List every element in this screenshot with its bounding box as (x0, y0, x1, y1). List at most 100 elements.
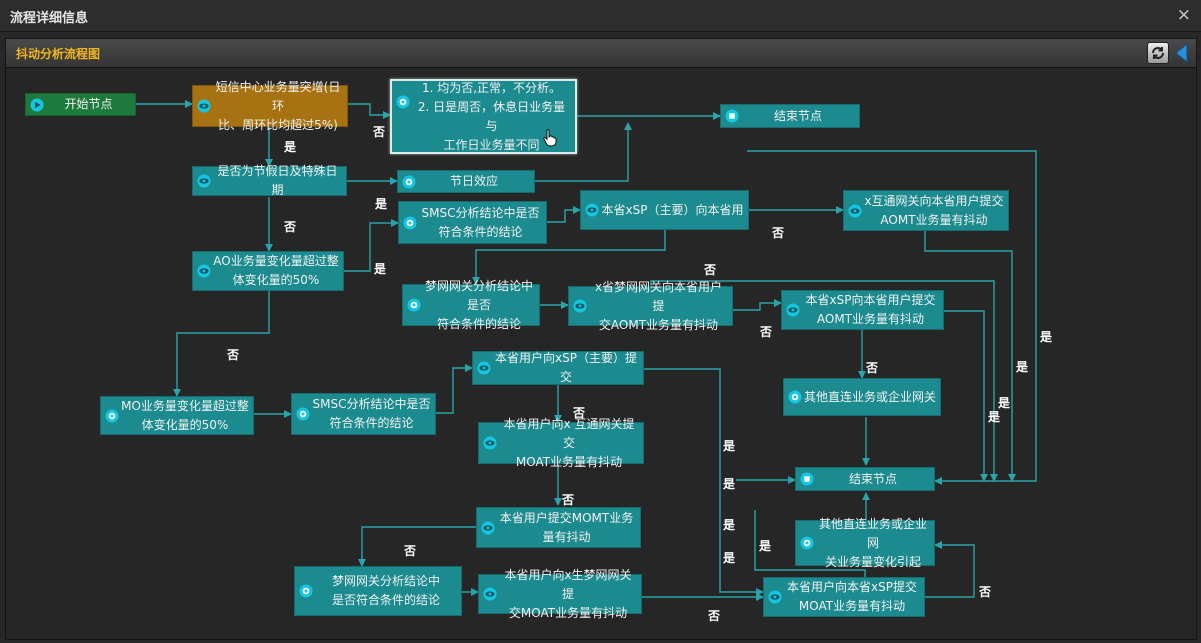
ao-check-label: AO业务量变化量超过整 体变化量的50% (213, 254, 339, 287)
x-dream-gw-aomt-node[interactable]: x省梦网网关向本省用户提 交AOMT业务量有抖动 (568, 280, 733, 332)
eye-icon (197, 264, 211, 278)
eye-icon (481, 521, 495, 534)
eye-icon (585, 203, 599, 217)
dream-gw-check-1-label: 梦网网关分析结论中是否 符合条件的结论 (424, 278, 533, 331)
holiday-effect-node[interactable]: 节日效应 (397, 170, 535, 193)
edge-label-no: 否 (227, 348, 240, 362)
user-to-xsp-node[interactable]: 本省用户向xSP（主要）提交 (472, 351, 644, 385)
note-label: 1. 均为否,正常，不分析。 2. 日是周否，休息日业务量与 工作日业务量不同 (417, 80, 566, 152)
edge-label-no: 否 (573, 406, 586, 420)
other-direct-gw-node[interactable]: 其他直连业务或企业网 关业务量变化引起 (795, 517, 935, 569)
holiday-check-node[interactable]: 是否为节假日及特殊日期 (192, 164, 347, 197)
refresh-icon (1152, 47, 1164, 59)
other-direct-gw-label: 其他直连业务或企业网 关业务量变化引起 (818, 516, 927, 569)
panel-title: 抖动分析流程图 (16, 47, 101, 61)
edge-label-no: 否 (373, 125, 386, 139)
stop-icon (725, 109, 739, 123)
end-node-top-label: 结束节点 (773, 108, 822, 123)
x-dream-gw-aomt-label: x省梦网网关向本省用户提 交AOMT业务量有抖动 (594, 279, 723, 332)
edge-label-no: 否 (404, 544, 417, 558)
close-icon[interactable]: × (1176, 5, 1191, 25)
gear-icon (402, 175, 416, 188)
dream-gw-check-2-node[interactable]: 梦网网关分析结论中 是否符合条件的结论 (294, 566, 462, 616)
edge-label-yes: 是 (723, 518, 736, 532)
eye-icon (477, 361, 491, 375)
hand-cursor-icon (543, 129, 557, 147)
smsc-check-2-node[interactable]: SMSC分析结论中是否 符合条件的结论 (291, 393, 436, 435)
end-node-mid[interactable]: 结束节点 (795, 467, 935, 491)
eye-icon (848, 204, 862, 217)
note-node[interactable]: 1. 均为否,正常，不分析。 2. 日是周否，休息日业务量与 工作日业务量不同 (390, 79, 577, 154)
user-xsp-moat-label: 本省用户向本省xSP提交 MOAT业务量有抖动 (787, 580, 917, 613)
end-node-top[interactable]: 结束节点 (720, 104, 860, 128)
end-node-mid-label: 结束节点 (848, 471, 897, 486)
smsc-check-1-label: SMSC分析结论中是否 符合条件的结论 (421, 205, 540, 239)
user-to-xsp-label: 本省用户向xSP（主要）提交 (495, 351, 637, 384)
edge-label-no: 否 (562, 493, 575, 507)
edge-label-no: 否 (760, 325, 773, 339)
eye-icon (483, 587, 497, 601)
holiday-check-label: 是否为节假日及特殊日期 (217, 164, 338, 197)
user-xsp-moat-node[interactable]: 本省用户向本省xSP提交 MOAT业务量有抖动 (763, 577, 925, 617)
window-titlebar: 流程详细信息 × (0, 0, 1201, 32)
start-node[interactable]: 开始节点 (25, 93, 136, 116)
play-icon (30, 98, 44, 111)
edge-label-yes: 是 (1040, 330, 1053, 344)
panel-header: 抖动分析流程图 (6, 39, 1196, 68)
other-direct-node[interactable]: 其他直连业务或企业网关 (783, 378, 941, 416)
dream-gw-check-1-node[interactable]: 梦网网关分析结论中是否 符合条件的结论 (402, 279, 540, 331)
smsc-check-1-node[interactable]: SMSC分析结论中是否 符合条件的结论 (398, 201, 547, 244)
edge-label-yes: 是 (723, 439, 736, 453)
ao-check-node[interactable]: AO业务量变化量超过整 体变化量的50% (192, 251, 344, 291)
x-gateway-aomt-node[interactable]: x互通网关向本省用户提交 AOMT业务量有抖动 (843, 190, 1009, 231)
edge-label-yes: 是 (759, 539, 772, 553)
xsp-main-label: 本省xSP（主要）向本省用 (601, 202, 744, 217)
sms-surge-label: 短信中心业务量突增(日环 比、周环比均超过5%) (215, 79, 341, 132)
xsp-aomt-label: 本省xSP向本省用户提交 AOMT业务量有抖动 (805, 293, 936, 326)
x-gateway-aomt-label: x互通网关向本省用户提交 AOMT业务量有抖动 (864, 193, 1004, 227)
edge-label-yes: 是 (988, 410, 1001, 424)
gear-icon (788, 390, 802, 404)
gear-icon (296, 407, 310, 421)
holiday-effect-label: 节日效应 (449, 174, 498, 188)
mo-check-label: MO业务量变化量超过整 体变化量的50% (121, 398, 249, 432)
mo-check-node[interactable]: MO业务量变化量超过整 体变化量的50% (100, 396, 254, 435)
gear-icon (396, 95, 410, 109)
user-x-gw-moat-node[interactable]: 本省用户向x 互通网关提交 MOAT业务量有抖动 (478, 417, 644, 469)
gear-icon (800, 536, 814, 550)
eye-icon (483, 436, 497, 450)
user-momt-label: 本省用户提交MOMT业务 量有抖动 (499, 510, 634, 544)
xsp-aomt-node[interactable]: 本省xSP向本省用户提交 AOMT业务量有抖动 (781, 290, 944, 330)
sms-surge-node[interactable]: 短信中心业务量突增(日环 比、周环比均超过5%) (192, 80, 348, 132)
eye-icon (197, 99, 211, 113)
gear-icon (299, 584, 313, 598)
user-x-dream-moat-label: 本省用户向x生梦网网关提 交MOAT业务量有抖动 (504, 567, 632, 620)
eye-icon (768, 590, 782, 604)
user-momt-node[interactable]: 本省用户提交MOMT业务 量有抖动 (476, 507, 641, 548)
edge-label-yes: 是 (284, 140, 297, 154)
smsc-check-2-label: SMSC分析结论中是否 符合条件的结论 (312, 397, 431, 430)
start-node-label: 开始节点 (64, 97, 113, 111)
edge-label-no: 否 (708, 609, 721, 623)
collapse-left-icon[interactable] (1174, 43, 1190, 63)
edge-label-yes: 是 (998, 396, 1011, 410)
refresh-button[interactable] (1147, 42, 1169, 64)
edge-label-yes: 是 (1016, 360, 1029, 374)
gear-icon (403, 216, 417, 229)
edge-label-no: 否 (284, 220, 297, 234)
gear-icon (407, 298, 421, 312)
edge-label-yes: 是 (375, 197, 388, 211)
edge-label-no: 否 (979, 585, 992, 599)
user-x-dream-moat-node[interactable]: 本省用户向x生梦网网关提 交MOAT业务量有抖动 (478, 568, 642, 620)
edge-label-yes: 是 (374, 262, 387, 276)
edge-label-yes: 是 (723, 551, 736, 565)
user-x-gw-moat-label: 本省用户向x 互通网关提交 MOAT业务量有抖动 (503, 416, 635, 469)
dream-gw-check-2-label: 梦网网关分析结论中 是否符合条件的结论 (331, 574, 440, 607)
eye-icon (197, 174, 211, 188)
eye-icon (573, 299, 587, 313)
edge-label-yes: 是 (723, 477, 736, 491)
xsp-main-node[interactable]: 本省xSP（主要）向本省用 (580, 190, 749, 230)
window-title: 流程详细信息 (10, 11, 89, 26)
edge-label-no: 否 (866, 361, 879, 375)
stop-icon (800, 472, 814, 486)
